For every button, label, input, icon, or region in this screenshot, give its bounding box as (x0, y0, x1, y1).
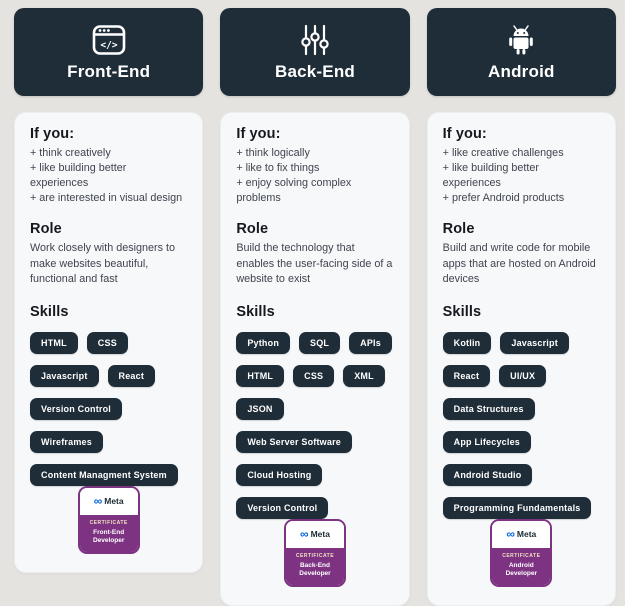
skills-heading: Skills (30, 303, 69, 320)
front-end-header-card: </> Front-End (14, 8, 204, 96)
skill-pill: App Lifecycles (442, 430, 531, 453)
skill-pill: Version Control (236, 496, 329, 519)
browser-code-icon: </> (91, 23, 127, 57)
if-you-item: + like creative challenges (442, 147, 564, 159)
certificate-program: Back-End Developer (299, 561, 331, 577)
skill-pill: SQL (299, 331, 341, 354)
if-you-heading: If you: (236, 126, 281, 142)
role-heading: Role (30, 221, 62, 237)
if-you-item: + like to fix things (236, 162, 320, 174)
skill-pill: CSS (293, 364, 335, 387)
meta-certificate-badge: ∞ Meta CERTIFICATE Front-End Developer (77, 485, 140, 554)
skill-pill: Data Structures (442, 397, 535, 420)
meta-logo: ∞ Meta (506, 527, 537, 541)
if-you-list: + think creatively + like building better… (30, 146, 187, 206)
role-description: Build and write code for mobile apps tha… (442, 242, 596, 285)
skill-pill: Kotlin (442, 331, 492, 354)
skill-pill: Version Control (30, 397, 123, 420)
skill-pill: Programming Fundamentals (442, 496, 592, 519)
skill-pill: UI/UX (499, 364, 547, 387)
column-front-end: </> Front-End If you: + think creatively… (14, 8, 204, 573)
if-you-item: + are interested in visual design (30, 192, 183, 204)
meta-infinity-icon: ∞ (300, 527, 309, 541)
front-end-title: Front-End (67, 61, 151, 81)
android-icon (503, 23, 539, 57)
certificate-label: CERTIFICATE (89, 519, 128, 526)
if-you-item: + like building better experiences (442, 162, 539, 189)
meta-certificate-badge: ∞ Meta CERTIFICATE Back-End Developer (283, 518, 346, 587)
comparison-board: </> Front-End If you: + think creatively… (14, 8, 616, 606)
skill-pill: Content Managment System (30, 463, 178, 486)
if-you-heading: If you: (30, 126, 75, 142)
skill-pill: Javascript (500, 331, 569, 354)
skill-pill: CSS (86, 331, 128, 354)
android-card: If you: + like creative challenges+ like… (426, 112, 616, 606)
front-end-card: If you: + think creatively + like buildin… (14, 112, 204, 573)
skill-pill: React (107, 364, 156, 387)
badge-text-area: CERTIFICATE Front-End Developer (79, 514, 138, 552)
skill-pill: Wireframes (30, 430, 103, 453)
meta-logo-text: Meta (516, 529, 537, 539)
meta-infinity-icon: ∞ (506, 527, 515, 541)
skill-pill: Cloud Hosting (236, 463, 323, 486)
if-you-list: + think logically + like to fix things + e… (236, 146, 393, 206)
meta-logo-text: Meta (310, 529, 330, 539)
android-title: Android (488, 61, 555, 81)
if-you-item: + think logically (236, 147, 310, 159)
column-back-end: Back-End If you: + think logically + like… (220, 8, 410, 606)
column-android: Android If you: + like creative challeng… (426, 8, 616, 606)
if-you-list: + like creative challenges + like buildin… (443, 146, 600, 206)
role-heading: Role (442, 221, 475, 237)
skill-pill: JSON (236, 397, 284, 420)
badge-logo-area: ∞ Meta (79, 487, 138, 515)
role-description: Work closely with designers to make webs… (30, 242, 176, 285)
if-you-item: + think creatively (30, 147, 111, 159)
svg-text:</>: </> (100, 40, 117, 51)
meta-logo-text: Meta (104, 496, 124, 506)
skill-pill: Python (236, 331, 291, 354)
role-description: Build the technology that enables the us… (236, 242, 393, 285)
if-you-item: + enjoy solving complex problems (236, 177, 352, 204)
meta-certificate-badge: ∞ Meta CERTIFICATE Android Developer (490, 518, 553, 587)
if-you-item: + prefer Android products (442, 192, 565, 204)
certificate-label: CERTIFICATE (502, 552, 541, 559)
skill-pill: XML (343, 364, 385, 387)
skill-pill: HTML (236, 364, 285, 387)
skills-heading: Skills (442, 303, 482, 320)
badge-text-area: CERTIFICATE Android Developer (492, 547, 551, 585)
back-end-card: If you: + think logically + like to fix t… (220, 112, 410, 606)
skill-pill: Android Studio (442, 463, 533, 486)
back-end-header-card: Back-End (220, 8, 410, 96)
skill-pill: HTML (30, 331, 78, 354)
certificate-program: Android Developer (505, 561, 538, 577)
if-you-heading: If you: (442, 126, 487, 142)
meta-logo: ∞ Meta (93, 494, 124, 508)
back-end-title: Back-End (274, 61, 355, 81)
certificate-label: CERTIFICATE (295, 552, 335, 559)
if-you-item: + like building better experiences (30, 162, 127, 189)
skill-pill: Javascript (30, 364, 99, 387)
meta-infinity-icon: ∞ (93, 494, 103, 508)
sliders-icon (297, 23, 333, 57)
certificate-program: Front-End Developer (92, 528, 125, 544)
badge-text-area: CERTIFICATE Back-End Developer (285, 547, 344, 585)
skill-pill: React (442, 364, 491, 387)
android-header-card: Android (426, 8, 616, 96)
skill-pill: Web Server Software (236, 430, 352, 453)
role-heading: Role (236, 221, 269, 237)
skills-heading: Skills (236, 303, 275, 320)
meta-logo: ∞ Meta (300, 527, 330, 541)
skill-pill: APIs (349, 331, 392, 354)
